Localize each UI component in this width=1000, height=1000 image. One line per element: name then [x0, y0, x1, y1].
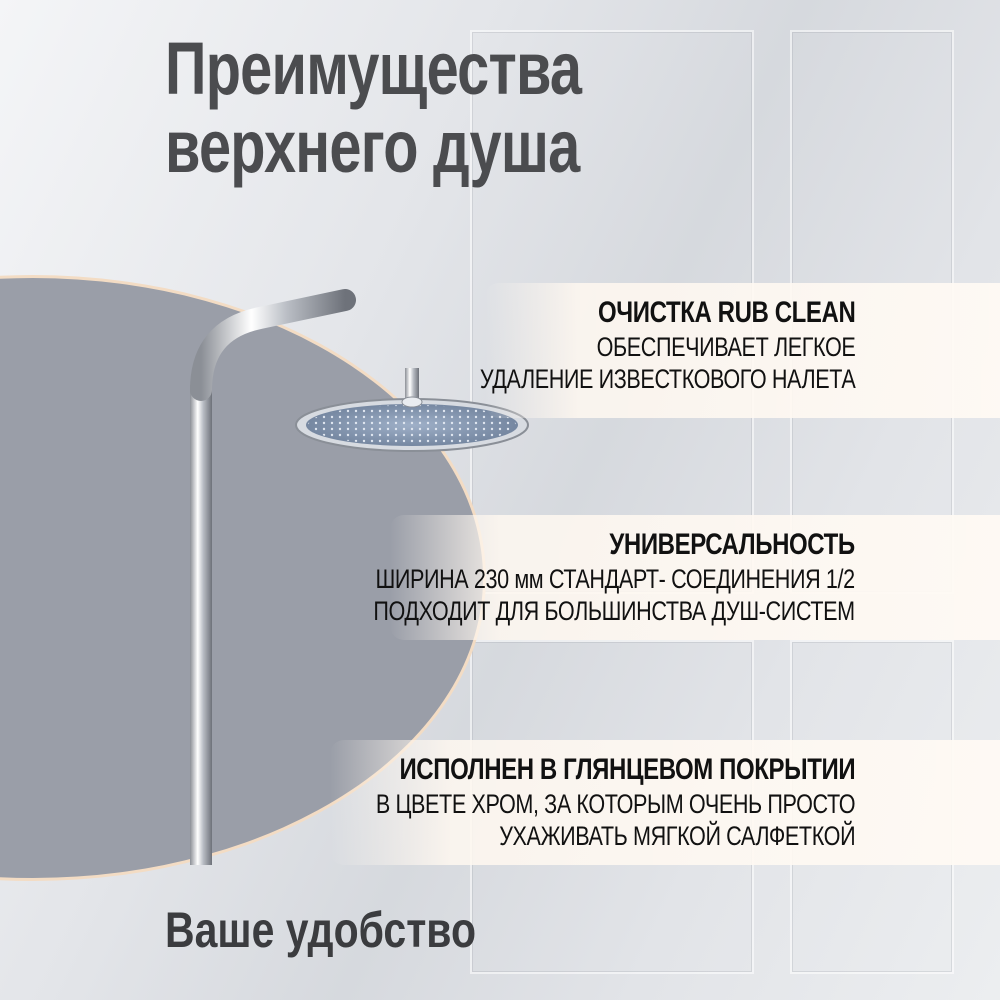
feature-text: УДАЛЕНИЕ ИЗВЕСТКОВОГО НАЛЕТА: [479, 364, 855, 394]
feature-text: ОБЕСПЕЧИВАЕТ ЛЕГКОЕ: [596, 332, 855, 362]
page-title: Преимущества верхнего душа: [165, 30, 711, 186]
feature-text: ПОДХОДИТ ДЛЯ БОЛЬШИНСТВА ДУШ-СИСТЕМ: [373, 596, 856, 626]
feature-text: В ЦВЕТЕ ХРОМ, ЗА КОТОРЫМ ОЧЕНЬ ПРОСТО: [375, 789, 856, 819]
title-line-2: верхнего душа: [165, 105, 580, 188]
feature-text: ШИРИНА 230 мм СТАНДАРТ- СОЕДИНЕНИЯ 1/2: [375, 564, 856, 594]
feature-card-glossy: ИСПОЛНЕН В ГЛЯНЦЕВОМ ПОКРЫТИИ В ЦВЕТЕ ХР…: [330, 740, 1000, 865]
feature-heading: УНИВЕРСАЛЬНОСТЬ: [609, 528, 856, 561]
footer-caption: Ваше удобство: [165, 902, 477, 958]
feature-card-universal: УНИВЕРСАЛЬНОСТЬ ШИРИНА 230 мм СТАНДАРТ- …: [374, 515, 1000, 640]
feature-text: УХАЖИВАТЬ МЯГКОЙ САЛФЕТКОЙ: [499, 821, 855, 851]
title-line-1: Преимущества: [165, 27, 582, 110]
feature-heading: ИСПОЛНЕН В ГЛЯНЦЕВОМ ПОКРЫТИИ: [399, 753, 855, 786]
feature-card-rub-clean: ОЧИСТКА RUB CLEAN ОБЕСПЕЧИВАЕТ ЛЕГКОЕ УД…: [479, 283, 1000, 418]
feature-heading: ОЧИСТКА RUB CLEAN: [597, 296, 856, 329]
